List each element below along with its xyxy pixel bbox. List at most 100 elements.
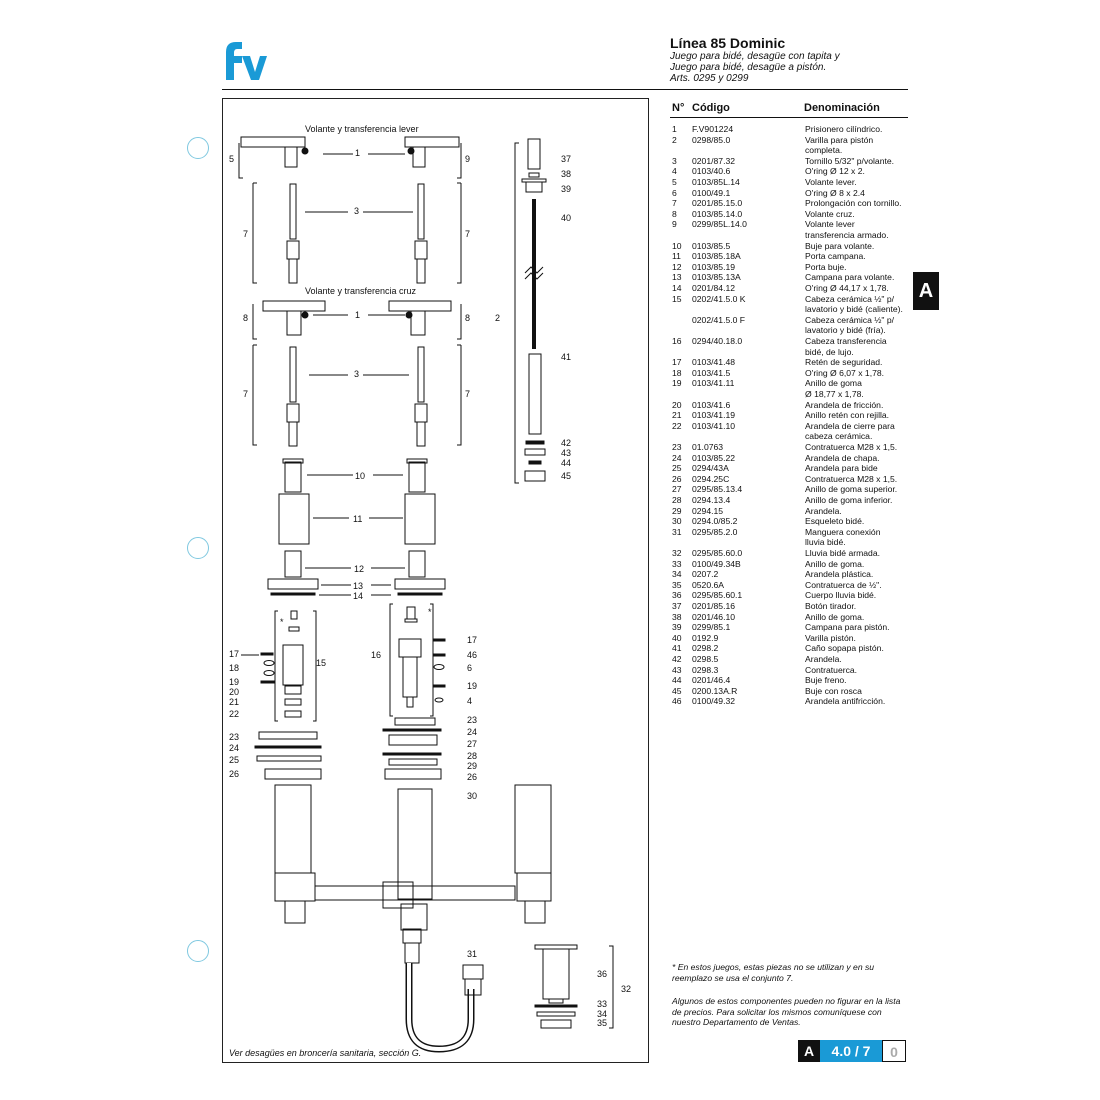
table-cell-n: 11 [672,251,681,262]
table-cell-code: 01.0763 [692,442,724,452]
table-cell-name: Anillo de goma inferior. [805,495,893,505]
table-cell-code: 0294/40.18.0 [692,336,743,346]
table-cell-code: 0201/87.32 [692,155,736,166]
table-cell-code: 0202/41.5.0 F [692,314,746,325]
page-title: Línea 85 Dominic [670,35,786,51]
column-header-name: Denominación [804,102,880,114]
table-cell-code: 0201/46.4 [692,675,731,686]
table-cell-n: 20 [672,399,682,410]
table-cell-name: lavatorio y bidé (caliente). [805,304,903,315]
table-cell-code: 0294.0/85.2 [692,516,738,527]
table-cell-code: 0294.13.4 [692,495,731,505]
table-cell-name: Cabeza cerámica ½" p/ [805,314,895,325]
table-cell-name: Tornillo 5/32" p/volante. [805,155,895,166]
table-cell-name: Volante lever [805,219,855,230]
table-cell-n: 13 [672,272,682,283]
table-cell-n: 43 [672,664,682,675]
table-cell-n: 45 [672,685,682,696]
cross-handle-left [262,300,326,312]
subtitle-line-3: Arts. 0295 y 0299 [670,73,749,84]
section-tab: A [913,272,939,310]
subtitle-line-1: Juego para bidé, desagüe con tapita y [670,51,840,62]
table-cell-n: 1 [672,124,677,134]
bell-holder-left [278,493,310,545]
table-cell-code: 0103/41.11 [692,378,735,389]
table-cell-name: Campana para volante. [805,272,895,283]
table-cell-code: 0192.9 [692,632,719,643]
table-cell-n: 9 [672,219,677,230]
table-cell-code: 0294.25C [692,473,730,484]
bidet-shower [534,944,578,1029]
table-cell-n: 3 [672,155,677,166]
table-cell-name: Contratuerca M28 x 1,5. [805,473,898,484]
table-cell-code: 0294.15 [692,505,724,516]
table-cell-n: 23 [672,442,682,452]
table-cell-n: 35 [672,579,682,590]
table-cell-code: 0103/85.13A [692,272,741,283]
table-cell-code: 0100/49.34B [692,558,741,569]
caption-lever: Volante y transferencia lever [305,124,419,134]
header-rule [222,89,908,90]
table-cell-name: Contratuerca. [805,664,858,675]
table-cell-n: 34 [672,569,682,580]
table-cell-n: 17 [672,357,682,368]
table-cell-n: 41 [672,643,682,654]
table-cell-n: 12 [672,261,682,272]
table-cell-code: 0201/85.15.0 [692,198,743,209]
table-cell-n: 25 [672,463,682,474]
bidet-skeleton-body [274,784,552,931]
table-cell-name: Contratuerca de ½". [805,579,882,590]
fv-logo [222,38,268,87]
table-cell-n: 18 [672,367,682,378]
table-cell-name: Arandela plástica. [805,569,874,580]
lever-handle-left [240,136,306,148]
table-cell-name: Ø 18,77 x 1,78. [805,389,864,399]
table-cell-n: 21 [672,410,682,421]
table-cell-code: 0100/49.1 [692,187,731,198]
table-cell-code: 0298.2 [692,643,719,654]
table-cell-n: 39 [672,622,682,633]
note-price-list: Algunos de estos componentes pueden no f… [672,996,901,1028]
table-cell-name: Porta campana. [805,251,866,262]
table-cell-code: 0295/85.13.4 [692,484,743,495]
table-cell-name: Esqueleto bidé. [805,516,865,527]
bell-holder-right [404,493,436,545]
exploded-parts-diagram: Volante y transferencia lever Volante y … [222,98,649,1063]
note-asterisk: * En estos juegos, estas piezas no se ut… [672,962,875,983]
punch-hole-bottom [187,940,209,962]
table-cell-n: 40 [672,632,682,643]
cross-handle-right [388,300,452,312]
table-cell-code: 0295/85.2.0 [692,526,738,537]
table-cell-code: 0103/85.22 [692,452,736,463]
table-cell-name: Anillo de goma superior. [805,484,898,495]
table-cell-name: Arandela antifricción. [805,696,886,707]
locknut-23-left [258,731,318,740]
table-cell-name: Arandela de fricción. [805,399,884,410]
table-cell-n: 33 [672,558,682,569]
table-cell-name: Porta buje. [805,261,847,272]
locknut-26-left [264,768,322,780]
table-cell-name: Arandela. [805,654,842,664]
table-cell-name: transferencia armado. [805,230,889,240]
table-cell-name: Buje para volante. [805,240,875,251]
table-cell-name: completa. [805,145,843,156]
pull-button [527,138,541,170]
table-cell-n: 22 [672,420,682,431]
table-cell-n: 42 [672,654,682,664]
table-cell-name: O'ring Ø 6,07 x 1,78. [805,367,885,378]
table-cell-n: 46 [672,696,682,707]
table-cell-code: 0103/85.5 [692,240,731,251]
table-cell-code: 0520.6A [692,579,725,590]
table-cell-code: 0299/85L.14.0 [692,219,747,230]
table-cell-code: 0103/41.10 [692,420,736,431]
table-cell-name: bidé, de lujo. [805,346,854,357]
table-cell-n: 7 [672,198,677,209]
table-cell-name: Anillo de goma. [805,611,865,622]
table-cell-n: 2 [672,134,677,145]
column-header-code: Código [692,102,730,114]
table-cell-n: 31 [672,526,682,537]
table-cell-n: 32 [672,548,682,558]
table-cell-code: 0103/85.19 [692,261,736,272]
table-cell-code: 0103/41.5 [692,367,731,378]
punch-hole-top [187,137,209,159]
